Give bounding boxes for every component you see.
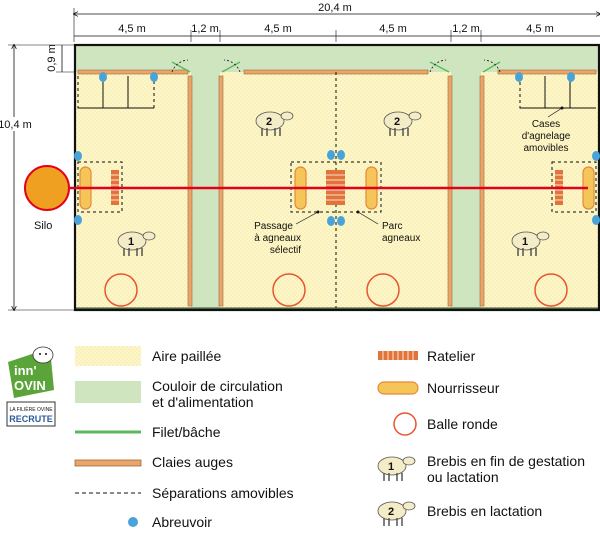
abreuvoir bbox=[74, 151, 82, 161]
abreuvoir bbox=[337, 150, 345, 160]
svg-text:Passage: Passage bbox=[254, 221, 293, 232]
svg-text:1: 1 bbox=[388, 461, 394, 473]
svg-text:agneaux: agneaux bbox=[382, 233, 420, 244]
claie-auge bbox=[497, 69, 597, 75]
legend-label: Couloir de circulation bbox=[152, 378, 283, 394]
sheep-number: 1 bbox=[128, 236, 134, 248]
sheep-2-icon: 2 bbox=[383, 111, 422, 136]
segment-label: 4,5 m bbox=[264, 23, 292, 35]
legend-label: Brebis en fin de gestation bbox=[427, 453, 585, 469]
corridor-left bbox=[191, 72, 220, 308]
legend-swatch-abreuvoir bbox=[128, 517, 138, 527]
dimension-segments: 4,5 m 1,2 m 4,5 m 4,5 m 1,2 m 4,5 m bbox=[74, 23, 600, 42]
abreuvoir bbox=[337, 216, 345, 226]
claie-auge bbox=[479, 75, 485, 307]
svg-text:Cases: Cases bbox=[532, 119, 560, 130]
legend-label: et d'alimentation bbox=[152, 394, 254, 410]
legend-label: Claies auges bbox=[152, 454, 233, 470]
gate-arcs bbox=[171, 59, 501, 73]
outer-wall bbox=[73, 43, 600, 312]
legend-label: Séparations amovibles bbox=[152, 485, 294, 501]
balle-ronde bbox=[534, 273, 568, 307]
segment-label: 1,2 m bbox=[452, 23, 480, 35]
dimension-height: 10,4 m bbox=[0, 45, 74, 310]
annotation-parc: Parc agneaux bbox=[356, 210, 420, 244]
dimension-corridor-depth: 0,9 m bbox=[46, 44, 74, 73]
abreuvoir bbox=[99, 72, 107, 82]
legend-label: ou lactation bbox=[427, 469, 499, 485]
legend-sheep-2-icon: 2 bbox=[377, 501, 416, 526]
legend-label: Ratelier bbox=[427, 348, 476, 364]
svg-text:2: 2 bbox=[388, 506, 394, 518]
total-width-label: 20,4 m bbox=[318, 2, 352, 14]
barn-building: Silo 1 1 2 2 bbox=[24, 43, 600, 312]
claie-auge bbox=[77, 69, 189, 75]
annotation-passage: Passage à agneaux sélectif bbox=[254, 210, 320, 256]
legend-swatch-balle bbox=[393, 412, 417, 436]
sheep-1-icon: 1 bbox=[117, 231, 156, 256]
svg-text:LA FILIÈRE OVINE: LA FILIÈRE OVINE bbox=[9, 406, 53, 413]
legend-label: Nourrisseur bbox=[427, 380, 500, 396]
legend-swatch-straw bbox=[75, 346, 141, 366]
balle-ronde bbox=[104, 273, 138, 307]
claie-auge bbox=[218, 75, 224, 307]
sheep-2-icon: 2 bbox=[255, 111, 294, 136]
svg-text:inn': inn' bbox=[14, 363, 37, 378]
abreuvoir bbox=[592, 151, 600, 161]
corridor-right bbox=[451, 72, 481, 308]
legend-sheep-1-icon: 1 bbox=[377, 456, 416, 481]
segment-label: 4,5 m bbox=[526, 23, 554, 35]
annotation-cases: Cases d'agnelage amovibles bbox=[522, 106, 571, 154]
svg-text:amovibles: amovibles bbox=[523, 143, 568, 154]
legend-label: Filet/bâche bbox=[152, 424, 221, 440]
innovin-logo: inn' OVIN LA FILIÈRE OVINE RECRUTE bbox=[6, 346, 56, 427]
legend-label: Abreuvoir bbox=[152, 514, 212, 530]
silo bbox=[24, 165, 70, 211]
balle-ronde bbox=[272, 273, 306, 307]
legend: Aire paillée Couloir de circulation et d… bbox=[74, 346, 585, 530]
abreuvoir bbox=[592, 215, 600, 225]
svg-text:d'agnelage: d'agnelage bbox=[522, 131, 571, 142]
segment-label: 1,2 m bbox=[191, 23, 219, 35]
legend-label: Brebis en lactation bbox=[427, 503, 542, 519]
legend-swatch-nourrisseur bbox=[377, 381, 419, 395]
legend-swatch-corridor bbox=[75, 381, 141, 403]
abreuvoir-group bbox=[74, 72, 600, 226]
sheep-number: 1 bbox=[522, 236, 528, 248]
straw-area bbox=[76, 72, 191, 308]
height-label: 10,4 m bbox=[0, 119, 32, 131]
svg-text:OVIN: OVIN bbox=[14, 378, 46, 393]
legend-label: Aire paillée bbox=[152, 348, 221, 364]
segment-label: 4,5 m bbox=[118, 23, 146, 35]
claie-auge bbox=[447, 75, 453, 307]
svg-text:Parc: Parc bbox=[382, 221, 403, 232]
dimension-total-width: 20,4 m bbox=[74, 2, 600, 42]
abreuvoir bbox=[567, 72, 575, 82]
silo-label: Silo bbox=[34, 220, 52, 232]
corridor-depth-label: 0,9 m bbox=[46, 44, 58, 72]
svg-text:à agneaux: à agneaux bbox=[254, 233, 301, 244]
balle-ronde-group bbox=[104, 273, 568, 307]
sheep-number: 2 bbox=[394, 116, 400, 128]
abreuvoir bbox=[74, 215, 82, 225]
straw-area bbox=[481, 72, 598, 308]
abreuvoir bbox=[327, 216, 335, 226]
claie-auge bbox=[187, 75, 193, 307]
corridor-top bbox=[76, 45, 598, 72]
abreuvoir bbox=[150, 72, 158, 82]
legend-label: Balle ronde bbox=[427, 416, 498, 432]
filet-gates bbox=[171, 61, 501, 73]
sheep-1-icon: 1 bbox=[511, 231, 550, 256]
abreuvoir bbox=[515, 72, 523, 82]
balle-ronde bbox=[366, 273, 400, 307]
svg-text:RECRUTE: RECRUTE bbox=[9, 414, 53, 424]
abreuvoir bbox=[327, 150, 335, 160]
svg-text:sélectif: sélectif bbox=[270, 245, 301, 256]
legend-swatch-claie bbox=[74, 459, 142, 467]
segment-label: 4,5 m bbox=[379, 23, 407, 35]
sheep-number: 2 bbox=[266, 116, 272, 128]
